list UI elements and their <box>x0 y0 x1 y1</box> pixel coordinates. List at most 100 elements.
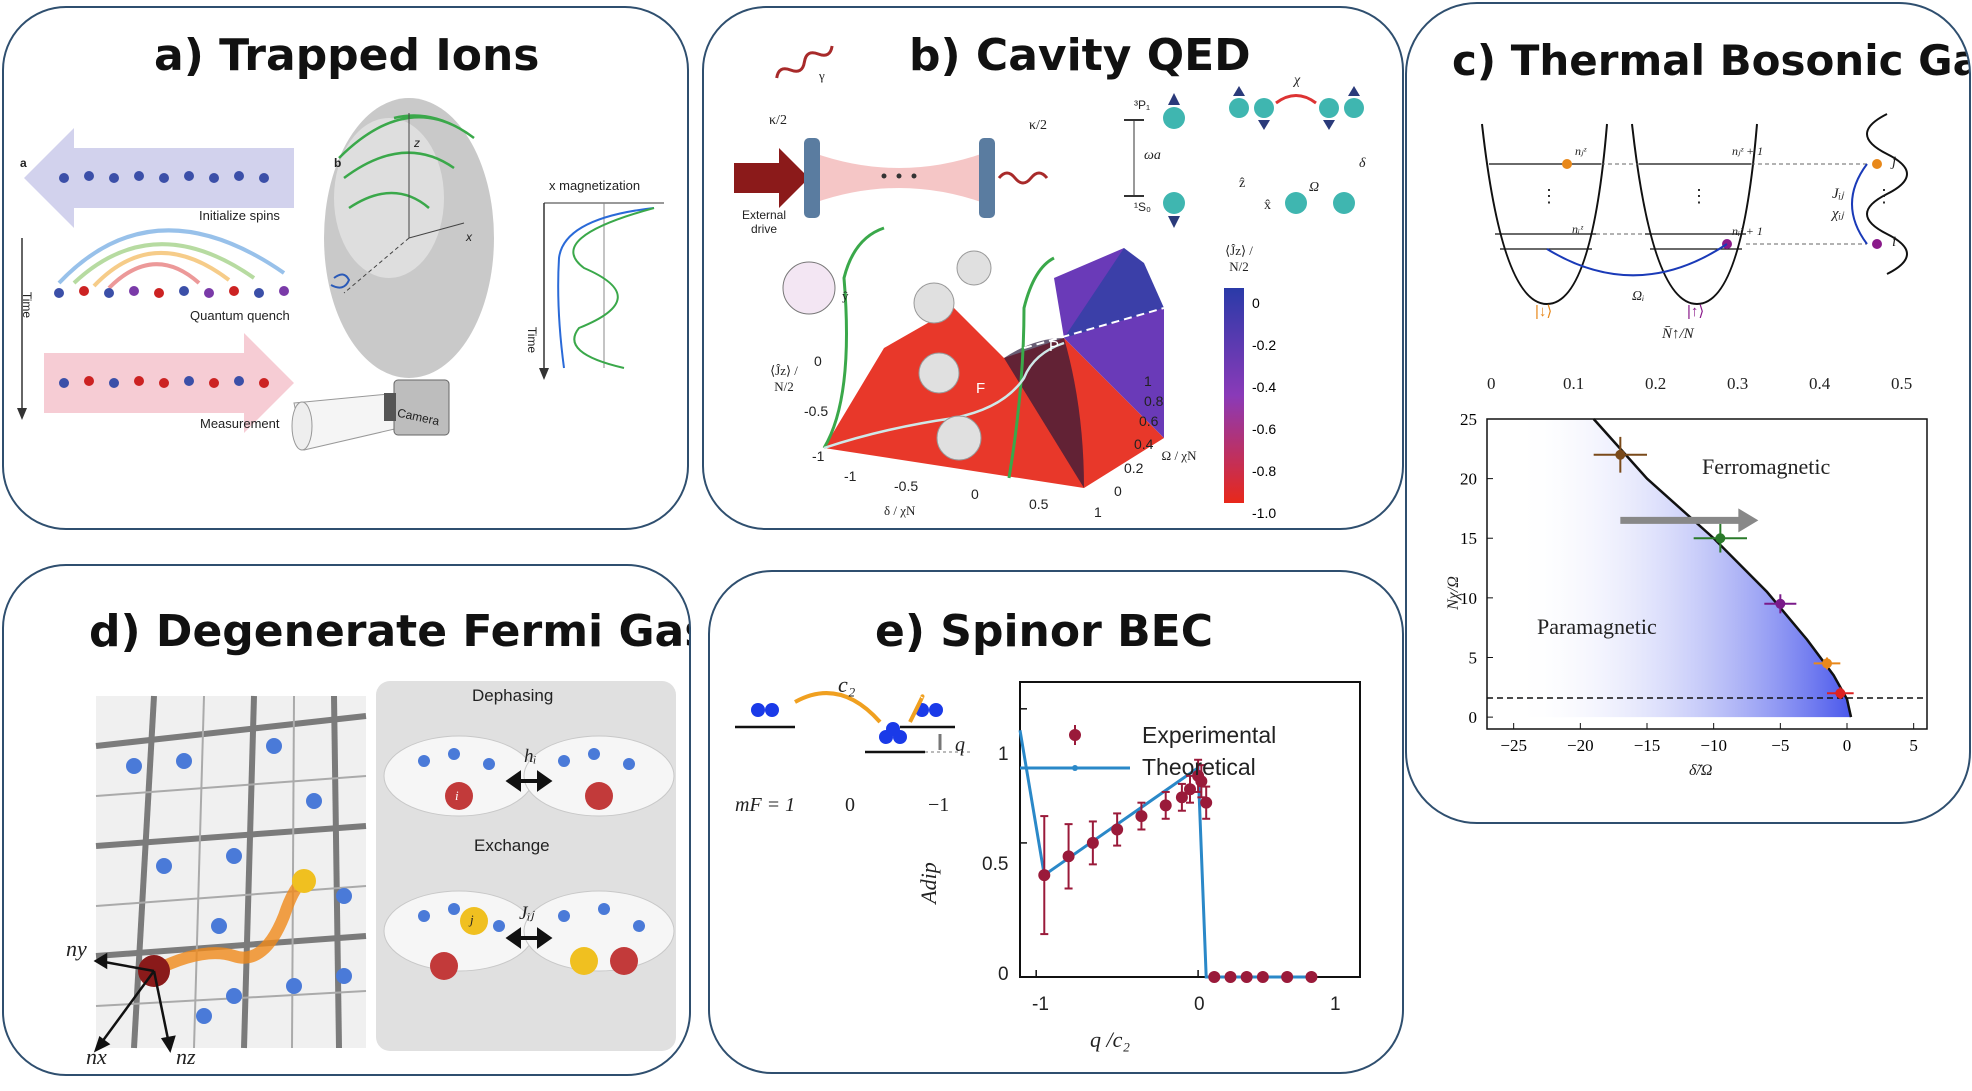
experimental-point <box>1281 971 1294 983</box>
well-right <box>1631 123 1758 306</box>
ferro-label: Ferromagnetic <box>1702 454 1831 479</box>
site-j: j <box>1892 154 1897 170</box>
ny-label: ny <box>66 936 87 961</box>
level-top: ³P₁ <box>1134 98 1151 112</box>
vdots-lattice: ⋮ <box>1875 186 1893 206</box>
time-label: Time <box>20 291 35 319</box>
q-label: q <box>955 734 965 756</box>
panel-cavity-qed: b) Cavity QED <box>702 6 1404 530</box>
ylabel: Adip <box>915 862 941 904</box>
spinor-level-illustration <box>735 691 970 754</box>
ket-up: |↑⟩ <box>1687 303 1705 320</box>
nj1-label: nⱼᶻ + 1 <box>1732 144 1764 158</box>
panel-title: d) Degenerate Fermi Gases <box>89 606 689 657</box>
x-tick-2: 1 <box>1330 994 1341 1015</box>
x-tick-label: 0 <box>1843 736 1852 755</box>
xmag-label: x magnetization <box>549 178 641 193</box>
sub-label-b: b <box>334 156 342 170</box>
y-tick-label: 15 <box>1460 529 1477 548</box>
experimental-point <box>1086 836 1099 849</box>
cavity-mirror-left <box>804 138 820 218</box>
plot-frame <box>1019 681 1361 978</box>
c2-arrow <box>794 691 882 724</box>
legend-theo-marker <box>1072 765 1078 771</box>
nj-label: nⱼᶻ <box>1575 144 1586 158</box>
panel-fermi-gases: d) Degenerate Fermi Gases <box>2 564 691 1076</box>
experimental-point <box>1240 971 1253 983</box>
jij-label: Jᵢⱼ <box>519 903 534 924</box>
data-point <box>1775 598 1786 609</box>
experimental-point <box>1062 850 1075 863</box>
ni1-label: nᵢᶻ + 1 <box>1732 224 1763 238</box>
phase-F: F <box>976 380 986 397</box>
experimental-point <box>1159 799 1172 812</box>
bosonic-illustration <box>1481 113 1908 306</box>
xlabel: δ̃/Ω <box>1689 762 1713 779</box>
fermi-lattice-illustration <box>93 681 676 1053</box>
z-tick-0: 0 <box>814 353 822 369</box>
inset-bloch <box>782 261 836 315</box>
panel-title: b) Cavity QED <box>909 30 1251 81</box>
y-tick-3: 0.4 <box>1134 436 1154 452</box>
fermion-yellow <box>292 869 316 893</box>
external-drive-label: External drive <box>741 208 787 236</box>
legend-exp-marker <box>1069 729 1081 741</box>
experimental-point <box>1111 823 1124 836</box>
spinor-chart <box>1018 681 1361 983</box>
cb-label: ⟨Ĵz⟩ / N/2 <box>1225 243 1253 274</box>
y-tick-label: 5 <box>1469 648 1478 667</box>
nx-label: nx <box>86 1044 107 1069</box>
kappa-left: κ/2 <box>769 113 787 128</box>
chiij-label: χᵢⱼ <box>1832 206 1844 222</box>
x-tick-1: 0 <box>1194 994 1205 1015</box>
quench-arcs <box>57 228 286 290</box>
y-tick-2: 0 <box>998 964 1009 985</box>
omega-label: Ω <box>1309 180 1320 195</box>
panel-title: e) Spinor BEC <box>875 606 1213 657</box>
cb-ticks: 0 -0.2 -0.4 -0.6 -0.8 -1.0 <box>1252 295 1277 521</box>
vdots-left: ⋮ <box>1540 186 1558 206</box>
gamma-wave <box>775 45 834 79</box>
ion-row-middle <box>54 286 289 298</box>
xhat-label: x̂ <box>1264 198 1271 213</box>
cb-tick-3: 0.3 <box>1727 374 1749 393</box>
time-label-2: Time <box>525 326 540 354</box>
interaction-inset <box>376 681 676 1051</box>
experimental-point <box>1175 791 1188 804</box>
y-tick-4: 0.2 <box>1124 460 1144 476</box>
y-tick-1: 0.8 <box>1144 393 1164 409</box>
panel-spinor-bec: e) Spinor BEC c₂ q mF = 1 0 −1 Experimen… <box>708 570 1404 1074</box>
experimental-point <box>1135 810 1148 823</box>
xlabel: q /c₂ <box>1090 1027 1131 1052</box>
axis-x-label: x <box>466 230 472 244</box>
delta-label: δ <box>1359 156 1366 171</box>
y-tick-5: 0 <box>1114 483 1122 499</box>
z-tick-1: -0.5 <box>804 403 829 419</box>
initialize-label: Initialize spins <box>199 208 280 223</box>
axis-z-label: z <box>414 136 420 150</box>
experimental-point <box>1305 971 1318 983</box>
direction-arrow-head <box>1738 508 1759 533</box>
panel-trapped-ions: a) Trapped Ions <box>2 6 689 530</box>
experimental-point <box>1208 971 1221 983</box>
z-tick-2: -1 <box>812 448 825 464</box>
i-label: i <box>455 788 459 803</box>
cavity-mirror-right <box>979 138 995 218</box>
cavity-qed-illustration <box>734 45 1364 503</box>
level-bot: ¹S₀ <box>1134 200 1151 214</box>
x-tick-2: 0 <box>971 486 979 502</box>
omega-a: ωa <box>1144 148 1161 163</box>
data-point <box>1835 688 1846 699</box>
well-left <box>1481 123 1608 306</box>
paramagnetic-region <box>1513 419 1851 718</box>
mfm1-label: −1 <box>928 794 950 816</box>
ion-row-bottom <box>59 376 269 388</box>
cb-tick-4: 0.4 <box>1809 374 1831 393</box>
x-tick-label: −25 <box>1500 736 1527 755</box>
x-tick-0: -1 <box>844 468 857 484</box>
legend-theo-label: Theoretical <box>1142 754 1256 780</box>
cb-tick-2: 0.2 <box>1645 374 1667 393</box>
hi-label: hᵢ <box>524 746 537 767</box>
magnetization-green <box>572 207 655 369</box>
x-tick-0: -1 <box>1032 994 1049 1015</box>
